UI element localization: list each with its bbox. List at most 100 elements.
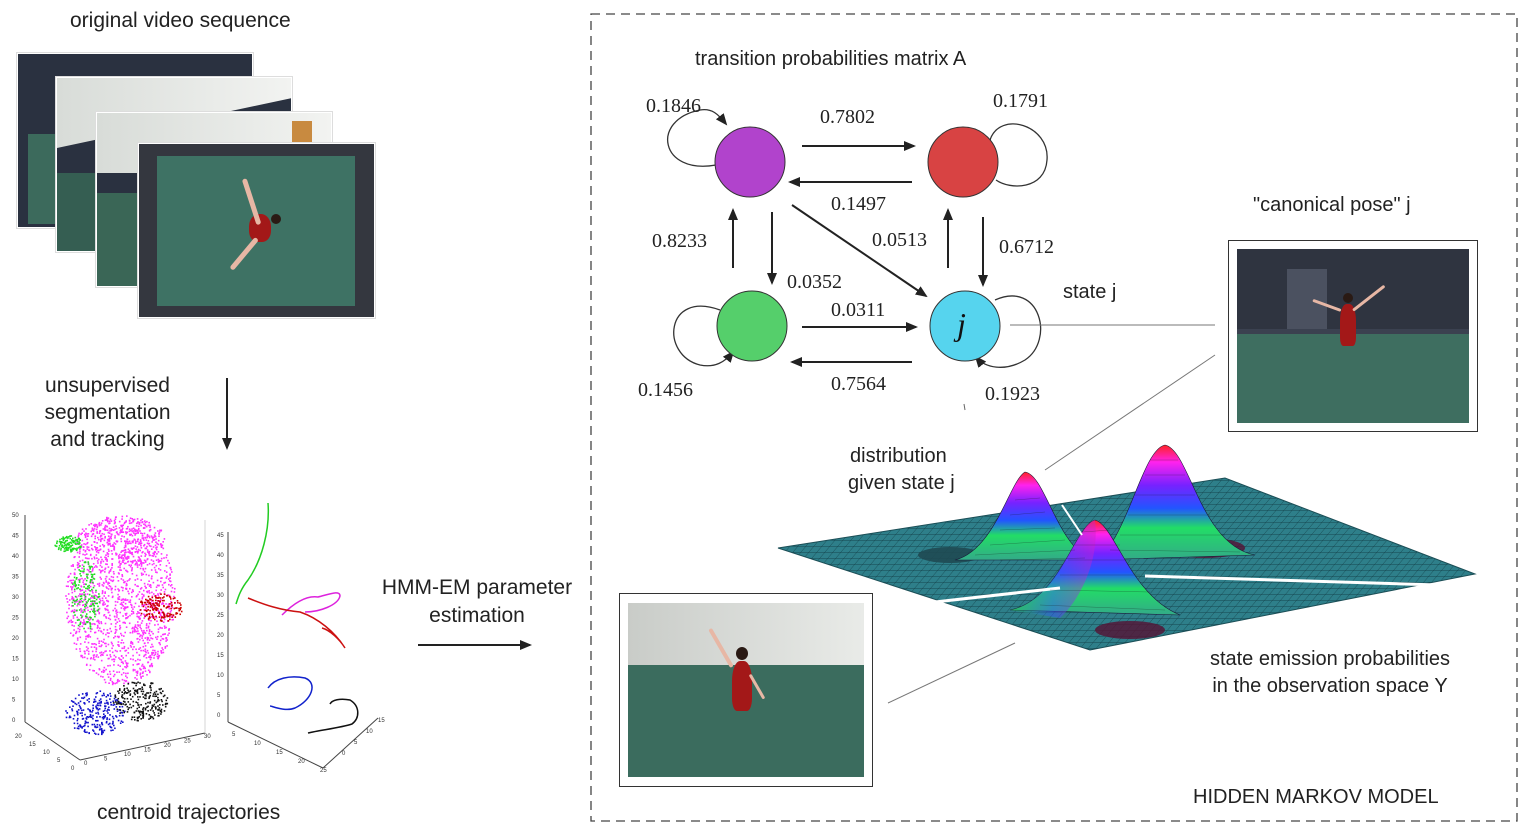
prob-cyan-self: 0.1923 — [985, 383, 1040, 405]
self-loop-cyan — [974, 295, 1042, 368]
state-green — [716, 290, 788, 362]
traj-x1-tick: 5 — [232, 732, 236, 738]
prob-cyan-to-green: 0.7564 — [831, 373, 886, 395]
self-loop-red — [982, 123, 1048, 187]
traj-y-tick: 30 — [217, 593, 224, 599]
example-pose-photo — [628, 603, 864, 777]
scatter-cluster-green — [54, 535, 82, 553]
prob-red-to-purple: 0.1497 — [831, 193, 886, 215]
scatter-cluster-blue — [65, 690, 126, 736]
hmm-em-label: HMM-EM parameter estimation — [362, 574, 592, 630]
emission-line-1: state emission probabilities — [1209, 648, 1451, 670]
traj-x1-tick: 10 — [254, 741, 261, 747]
prob-green-self: 0.1456 — [638, 379, 693, 401]
scatter-y-tick: 0 — [12, 718, 16, 724]
transition-matrix-label: transition probabilities matrix A — [695, 48, 967, 70]
scatter-y-tick: 45 — [12, 534, 19, 540]
scatter-x2-tick: 15 — [144, 748, 151, 754]
traj-y-tick: 10 — [217, 673, 224, 679]
scatter-y-tick: 40 — [12, 554, 19, 560]
scatter-x2-tick: 25 — [184, 739, 191, 745]
plot-tick-labels: 5045403530252015105020151050051015202530… — [12, 513, 385, 774]
traj-x1-tick: 25 — [320, 768, 327, 774]
traj-x2-tick: 0 — [342, 751, 346, 757]
distribution-line-1: distribution — [850, 445, 947, 467]
state-j-label: state j — [1063, 281, 1117, 303]
scatter-x2-tick: 0 — [84, 761, 88, 767]
traj-y-tick: 45 — [217, 533, 224, 539]
arrow-purple-to-cyan — [791, 204, 928, 298]
scatter-x1-tick: 5 — [57, 758, 61, 764]
state-cyan — [929, 290, 1001, 362]
state-purple — [714, 126, 786, 198]
segmentation-label: unsupervised segmentation and tracking — [20, 372, 195, 453]
canonical-pose-label: "canonical pose" j — [1253, 194, 1411, 216]
prob-purple-to-red: 0.7802 — [820, 106, 875, 128]
scatter-cluster-green-2 — [71, 561, 101, 630]
segmentation-line-2: segmentation — [44, 401, 171, 424]
traj-x2-tick: 10 — [366, 729, 373, 735]
node-j-label: j — [957, 306, 966, 342]
trajectory-magenta — [281, 592, 341, 616]
trajectory-plot — [227, 502, 379, 769]
hmm-em-line-1: HMM-EM parameter — [381, 576, 573, 599]
example-pose-frame — [619, 593, 873, 787]
hmm-frame — [590, 13, 1518, 822]
prob-red-self: 0.1791 — [993, 90, 1048, 112]
scatter-x2-tick: 20 — [164, 743, 171, 749]
state-red — [927, 126, 999, 198]
original-video-label: original video sequence — [70, 9, 291, 32]
prob-green-to-cyan: 0.0311 — [831, 299, 886, 321]
hmm-title: HIDDEN MARKOV MODEL — [1193, 786, 1439, 808]
traj-y-tick: 35 — [217, 573, 224, 579]
traj-y-tick: 20 — [217, 633, 224, 639]
trajectory-red — [247, 597, 346, 649]
self-loop-green — [673, 305, 735, 367]
scatter-y-tick: 10 — [12, 677, 19, 683]
traj-y-tick: 0 — [217, 713, 221, 719]
prob-purple-to-green: 0.0352 — [787, 271, 842, 293]
prob-cyan-to-red: 0.0513 — [872, 229, 927, 251]
canonical-pose-photo — [1237, 249, 1469, 423]
traj-y-tick: 5 — [217, 693, 221, 699]
prob-green-to-purple: 0.8233 — [652, 230, 707, 252]
scatter-x1-tick: 15 — [29, 742, 36, 748]
leader-canonical-pose — [1044, 354, 1216, 471]
emission-line-2: in the observation space Y — [1212, 675, 1448, 697]
prob-red-to-cyan: 0.6712 — [999, 236, 1054, 258]
scatter-plot — [24, 515, 206, 761]
prob-purple-self: 0.1846 — [646, 95, 701, 117]
trajectory-black — [307, 698, 359, 734]
traj-y-tick: 25 — [217, 613, 224, 619]
scatter-y-tick: 50 — [12, 513, 19, 519]
stray-tick — [963, 403, 966, 411]
trajectory-green — [235, 502, 270, 605]
video-frame-4 — [138, 143, 375, 318]
scatter-x1-tick: 20 — [15, 734, 22, 740]
traj-y-tick: 15 — [217, 653, 224, 659]
emission-label: state emission probabilities in the obse… — [1170, 646, 1490, 700]
trajectory-blue — [267, 676, 313, 711]
traj-x1-tick: 15 — [276, 750, 283, 756]
traj-x1-tick: 20 — [298, 759, 305, 765]
distribution-label: distribution given state j — [848, 443, 955, 497]
scatter-x2-tick: 5 — [104, 757, 108, 763]
scatter-y-tick: 35 — [12, 575, 19, 581]
traj-x2-tick: 5 — [354, 740, 358, 746]
scatter-cluster-red — [139, 593, 183, 622]
leader-bottom-photo — [887, 642, 1016, 704]
traj-x2-tick: 15 — [378, 718, 385, 724]
scatter-y-tick: 20 — [12, 636, 19, 642]
scatter-x2-tick: 10 — [124, 752, 131, 758]
scatter-x1-tick: 0 — [71, 766, 75, 772]
canonical-pose-frame — [1228, 240, 1478, 432]
self-loop-purple — [667, 108, 728, 167]
hmm-em-line-2: estimation — [429, 604, 525, 627]
scatter-cluster-black — [112, 681, 169, 722]
scatter-y-tick: 25 — [12, 616, 19, 622]
distribution-line-2: given state j — [848, 472, 955, 494]
scatter-y-tick: 15 — [12, 657, 19, 663]
scatter-cluster-magenta-top — [76, 515, 166, 565]
centroid-trajectories-label: centroid trajectories — [97, 801, 281, 824]
